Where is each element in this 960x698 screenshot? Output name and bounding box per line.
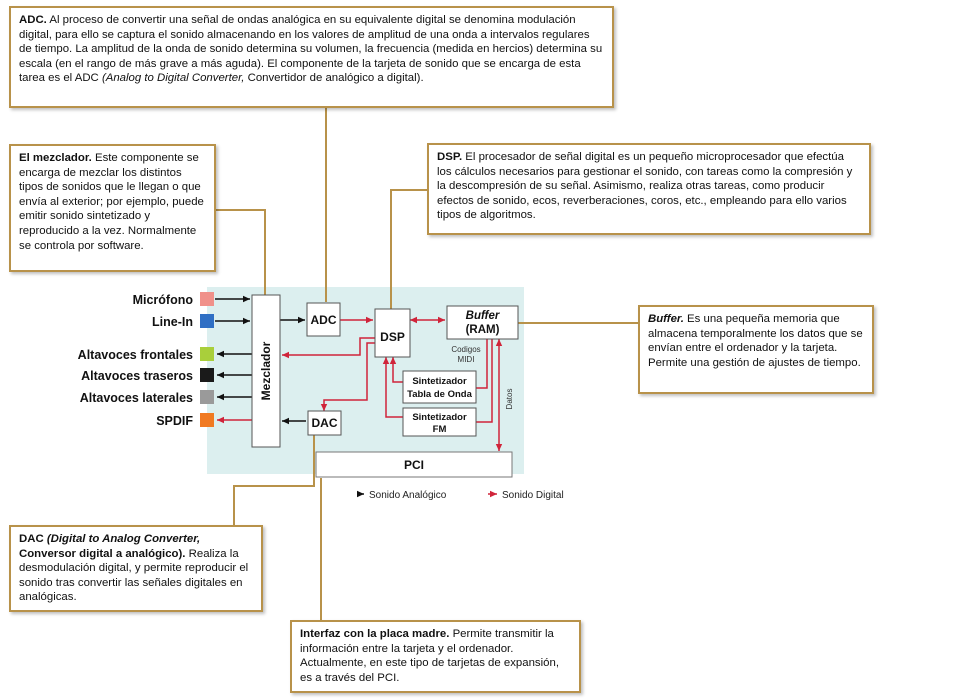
callout-mezclador: El mezclador. Este componente se encarga… — [9, 144, 216, 272]
arrow-dsp-to-mixer — [282, 337, 377, 359]
callout-dac-title: DAC — [19, 533, 47, 545]
adc-block — [306, 302, 341, 337]
callout-dsp-title: DSP. — [437, 151, 463, 163]
codigos-midi-label-2: MIDI — [458, 355, 475, 364]
mixer-label: Mezclador — [259, 341, 273, 400]
tabla-onda-label-2: Tabla de Onda — [407, 389, 472, 400]
buffer-label-2: (RAM) — [466, 324, 500, 336]
callout-adc: ADC. Al proceso de convertir una señal d… — [9, 6, 614, 108]
callout-buffer-text: Es una pequeña memoria que almacena temp… — [648, 313, 863, 369]
dac-block — [307, 410, 342, 436]
callout-pci: Interfaz con la placa madre. Permite tra… — [290, 620, 581, 693]
port-swatch-traseros — [200, 368, 214, 382]
callout-adc-italic: (Analog to Digital Converter, — [101, 72, 245, 85]
dsp-block — [374, 308, 411, 358]
callout-adc-text: Al proceso de convertir una señal de ond… — [19, 14, 603, 85]
callout-buffer: Buffer. Es una pequeña memoria que almac… — [638, 305, 874, 394]
port-swatch-line-in — [200, 314, 214, 328]
port-label-spdif: SPDIF — [156, 414, 193, 428]
port-swatch-laterales — [200, 390, 214, 404]
callout-pci-text: Permite transmitir la información entre … — [300, 628, 559, 684]
port-label-traseros: Altavoces traseros — [81, 369, 193, 383]
port-label-line-in: Line-In — [152, 315, 193, 329]
port-label-microfono: Micrófono — [133, 293, 194, 307]
tabla-onda-block — [402, 370, 477, 404]
callout-dac-title-tail: Conversor digital a analógico). — [19, 547, 186, 560]
callout-buffer-title: Buffer. — [648, 313, 684, 325]
buffer-label-1: Buffer — [466, 310, 500, 322]
callout-dsp: DSP. El procesador de señal digital es u… — [427, 143, 871, 235]
buffer-block — [446, 305, 519, 340]
leader-lines — [216, 108, 638, 622]
callout-mezclador-text: Este componente se encarga de mezclar lo… — [19, 152, 204, 252]
arrow-buffer-to-tabla — [476, 338, 488, 389]
legend-analog-label: Sonido Analógico — [369, 490, 447, 501]
datos-label: Datos — [505, 389, 514, 410]
arrow-buffer-to-fm — [476, 338, 493, 423]
callout-mezclador-title: El mezclador. — [19, 152, 92, 164]
fm-block — [402, 407, 477, 437]
callout-dac-text: Realiza la desmodulación digital, y perm… — [19, 547, 249, 604]
mixer-block — [251, 294, 281, 448]
port-swatch-spdif — [200, 413, 214, 427]
dsp-label: DSP — [380, 330, 405, 344]
codigos-midi-label-1: Codigos — [451, 345, 480, 354]
tabla-onda-label-1: Sintetizador — [412, 376, 467, 387]
pci-label: PCI — [404, 458, 424, 472]
port-swatch-frontales — [200, 347, 214, 361]
callout-dac: DAC (Digital to Analog Converter, Conver… — [9, 525, 263, 612]
arrow-fm-to-dsp — [382, 357, 403, 418]
callout-adc-tail: Convertidor de analógico a digital). — [244, 72, 424, 85]
callout-pci-title: Interfaz con la placa madre. — [300, 628, 450, 640]
arrow-dsp-to-dac — [320, 342, 377, 411]
dac-label: DAC — [312, 416, 338, 430]
legend-digital-label: Sonido Digital — [502, 490, 564, 501]
port-swatch-microfono — [200, 292, 214, 306]
adc-label: ADC — [311, 313, 337, 327]
arrow-tabla-to-dsp — [389, 357, 403, 383]
fm-label-1: Sintetizador — [412, 412, 467, 423]
callout-dac-title-italic: (Digital to Analog Converter, — [46, 533, 201, 545]
port-label-frontales: Altavoces frontales — [78, 348, 193, 362]
port-label-laterales: Altavoces laterales — [80, 391, 193, 405]
fm-label-2: FM — [433, 424, 447, 435]
callout-dsp-text: El procesador de señal digital es un peq… — [437, 151, 853, 222]
callout-adc-title: ADC. — [19, 14, 47, 26]
pci-block — [315, 451, 513, 478]
